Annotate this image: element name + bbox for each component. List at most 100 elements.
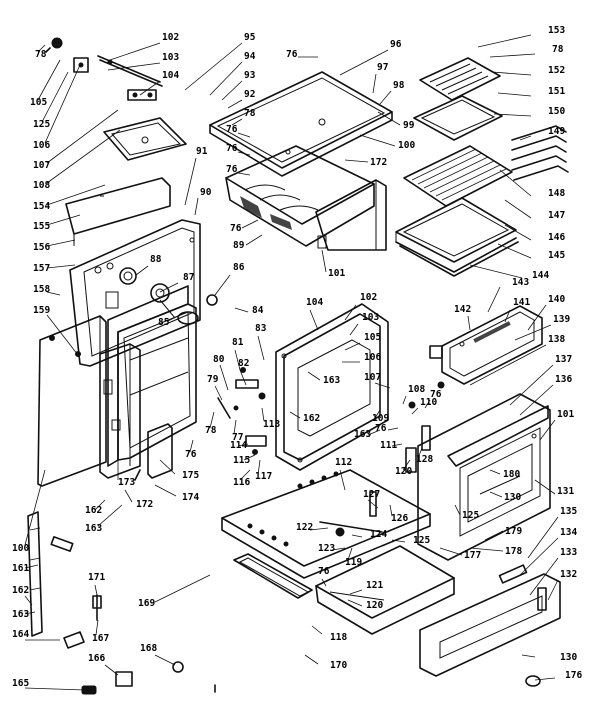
callout-116: 116 [233, 469, 250, 488]
callout-104: 104 [139, 70, 179, 96]
callout-121: 121 [349, 580, 383, 595]
callout-102: 102 [344, 292, 377, 321]
callout-number: 76 [430, 389, 442, 400]
callout-number: 116 [233, 477, 250, 488]
leader-line [344, 159, 369, 163]
callout-163: 163 [354, 429, 381, 440]
leader-line [243, 454, 256, 461]
leader-line [417, 447, 423, 459]
leader-line [135, 265, 149, 276]
callout-number: 101 [557, 409, 574, 420]
callout-number: 76 [226, 143, 238, 154]
callout-108: 108 [33, 129, 121, 191]
callout-number: 169 [138, 598, 155, 609]
leader-line [24, 469, 46, 546]
leader-line [257, 459, 261, 476]
callout-number: 150 [548, 106, 565, 117]
callout-number: 178 [505, 546, 522, 557]
callout-number: 131 [557, 486, 574, 497]
callout-number: 172 [136, 499, 153, 510]
callout-96: 96 [339, 39, 402, 76]
leader-line [307, 371, 321, 381]
callout-180: 180 [489, 469, 520, 480]
bottom-left-bracket [134, 423, 173, 481]
bottom-left-small-parts [50, 536, 216, 695]
leader-line [154, 484, 177, 497]
leader-line [94, 584, 98, 596]
leader-line [504, 224, 532, 241]
leader-line [469, 547, 504, 552]
callout-number: 159 [33, 305, 50, 316]
leader-line [184, 157, 197, 206]
leader-line [309, 309, 319, 331]
leader-line [24, 687, 86, 691]
callout-number: 100 [12, 543, 29, 554]
callout-number: 99 [403, 120, 415, 131]
leader-line [94, 499, 106, 511]
callout-number: 134 [560, 527, 577, 538]
leader-line [344, 342, 361, 351]
callout-102: 102 [109, 32, 179, 61]
callout-126: 126 [389, 504, 408, 524]
callout-number: 120 [395, 466, 412, 477]
callout-number: 119 [345, 557, 362, 568]
callout-number: 135 [560, 506, 577, 517]
callout-143: 143 [487, 277, 529, 313]
callout-number: 85 [158, 317, 170, 328]
valve-manifold [119, 267, 218, 325]
callout-number: 103 [162, 52, 179, 63]
leader-line [239, 369, 247, 386]
leader-line [547, 579, 559, 601]
leader-line [214, 274, 231, 296]
leader-line [491, 71, 532, 76]
leader-line [469, 344, 547, 386]
callout-number: 168 [140, 643, 157, 654]
callout-113: 113 [261, 407, 280, 430]
callout-108: 108 [402, 384, 425, 405]
callout-173: 173 [117, 460, 135, 488]
callout-number: 76 [230, 223, 242, 234]
callout-101: 101 [321, 249, 345, 279]
callout-175: 175 [159, 459, 199, 481]
callout-105: 105 [344, 332, 381, 351]
callout-number: 146 [548, 232, 565, 243]
callout-number: 165 [12, 678, 29, 689]
callout-163: 163 [307, 371, 340, 386]
callout-number: 108 [408, 384, 425, 395]
callout-81: 81 [232, 337, 244, 371]
callout-95: 95 [184, 32, 256, 91]
callout-141: 141 [504, 297, 530, 323]
leader-line [46, 314, 79, 356]
kick-panel [419, 564, 561, 677]
leader-line [374, 409, 381, 419]
leader-line [46, 264, 76, 269]
callout-number: 174 [182, 492, 199, 503]
callout-111: 111 [380, 440, 403, 451]
leader-line [439, 547, 463, 556]
leader-line [304, 654, 319, 665]
callout-151: 151 [497, 86, 565, 97]
leader-line [497, 243, 532, 259]
callout-105: 105 [30, 59, 61, 108]
callout-168: 168 [140, 643, 176, 666]
callout-number: 162 [85, 505, 102, 516]
callout-number: 104 [306, 297, 323, 308]
callout-109: 109 [372, 409, 389, 424]
leader-line [529, 557, 559, 596]
callout-103: 103 [349, 312, 379, 336]
callout-number: 143 [512, 277, 529, 288]
leader-line [241, 219, 259, 229]
callout-number: 177 [464, 550, 481, 561]
leader-line [391, 443, 403, 447]
callout-number: 163 [12, 609, 29, 620]
callout-number: 76 [226, 124, 238, 135]
leader-line [377, 111, 401, 126]
leader-line [509, 364, 554, 406]
callout-number: 125 [33, 119, 50, 130]
callout-138: 138 [469, 334, 565, 386]
callout-number: 180 [503, 469, 520, 480]
callout-number: 78 [35, 49, 47, 60]
callout-number: 115 [233, 455, 250, 466]
callout-number: 104 [162, 70, 179, 81]
leader-line [237, 132, 251, 138]
